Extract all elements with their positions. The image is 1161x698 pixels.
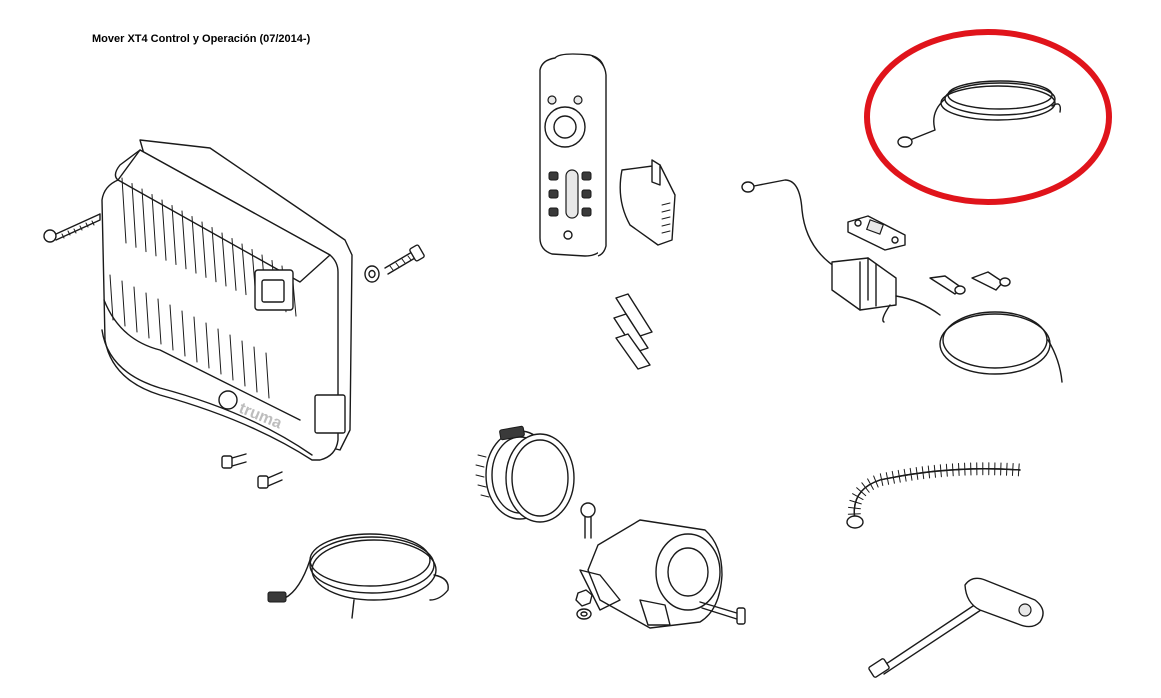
tube-rib: [849, 499, 862, 505]
cooling-fin: [169, 304, 174, 351]
tube-rib: [856, 487, 867, 497]
cooling-fin: [211, 227, 217, 283]
cooling-fin: [161, 199, 167, 261]
tube-rib: [1017, 463, 1020, 477]
cooling-fin: [205, 322, 210, 369]
tube-rib: [867, 478, 874, 490]
cooling-fin: [157, 298, 162, 345]
cooling-fin: [181, 310, 186, 357]
mounting-screw: [221, 453, 283, 489]
tube-rib: [958, 462, 960, 476]
tube-rib: [891, 470, 895, 484]
washer: [364, 265, 380, 283]
cooling-fin: [191, 216, 197, 274]
cooling-fin: [131, 183, 137, 248]
t-handle-key: [868, 577, 1044, 678]
tube-rib: [921, 466, 925, 480]
tube-rib: [1011, 463, 1014, 477]
cooling-fin: [151, 194, 157, 257]
cooling-fin: [241, 243, 247, 296]
tube-rib: [933, 464, 936, 478]
hose-clamps: [475, 425, 575, 523]
mounting-screw: [384, 244, 425, 275]
tube-rib: [873, 475, 879, 488]
cooling-fin: [141, 188, 147, 253]
cooling-fin: [253, 346, 258, 393]
highlight-circle: [864, 29, 1112, 205]
tube-rib: [945, 463, 948, 477]
cooling-fin: [241, 340, 246, 387]
tube-rib: [951, 463, 954, 477]
tube-rib: [879, 473, 884, 487]
tube-rib: [897, 469, 901, 483]
tube-rib: [939, 464, 942, 478]
cooling-fin: [109, 274, 114, 321]
tube-rib: [915, 467, 919, 480]
cooling-fin: [171, 205, 177, 265]
tube-rib: [1006, 462, 1008, 476]
tube-rib: [903, 468, 907, 482]
battery-cable-with-fuse: [741, 179, 1063, 383]
control-box-screw: [43, 213, 101, 243]
cooling-fin: [201, 221, 207, 278]
cooling-fin: [145, 292, 150, 339]
cable-lugs: [929, 271, 1011, 295]
cooling-fin: [121, 280, 126, 327]
cooling-fin: [231, 238, 237, 291]
tube-rib: [885, 472, 890, 485]
batteries: [613, 293, 653, 370]
power-cable: [267, 533, 449, 619]
fuse-holder-plate: [847, 215, 906, 251]
cooling-fin: [217, 328, 222, 375]
cooling-fin: [133, 286, 138, 333]
tube-rib: [852, 493, 864, 501]
cooling-fin: [181, 210, 187, 270]
earth-cable: [897, 80, 1062, 148]
diagram-title: Mover XT4 Control y Operación (07/2014-): [92, 33, 311, 45]
remote-control: [539, 53, 607, 257]
corrugated-tube: [846, 462, 1021, 529]
motor-housing: [575, 502, 746, 629]
tube-rib: [909, 467, 913, 481]
cooling-fin: [265, 352, 270, 399]
tube-rib: [927, 465, 931, 479]
cooling-fin: [121, 177, 127, 244]
tube-rib: [848, 506, 861, 510]
cooling-fin: [193, 316, 198, 363]
cooling-fin: [229, 334, 234, 381]
remote-holder: [619, 159, 676, 246]
tube-rib: [861, 482, 870, 493]
cooling-fin: [221, 232, 227, 287]
control-box: truma: [101, 139, 353, 461]
